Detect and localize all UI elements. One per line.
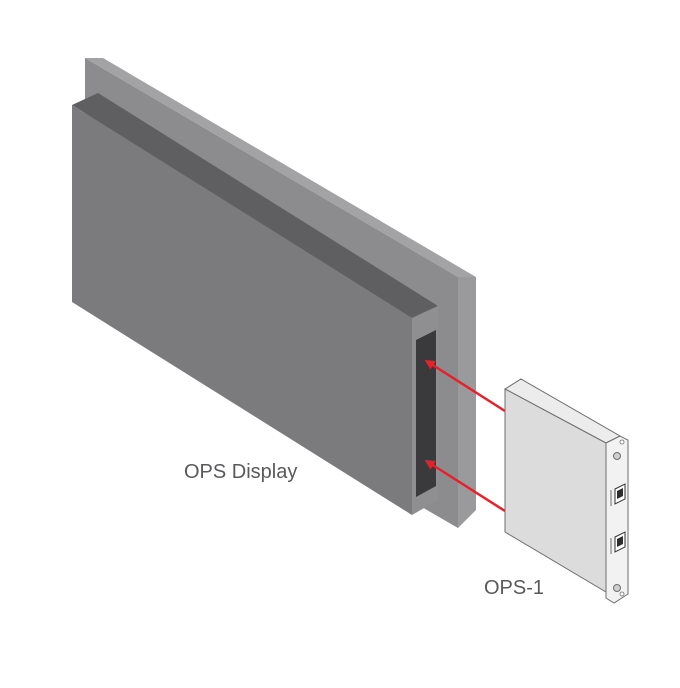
display-front-bevel — [72, 93, 438, 318]
module-screw-hole-top — [619, 439, 625, 445]
ops-display-label: OPS Display — [184, 461, 298, 483]
module-faceplate — [605, 435, 629, 604]
ops-slot — [416, 330, 436, 497]
display-front-panel — [72, 105, 412, 515]
ops-module-label: OPS-1 — [484, 577, 545, 599]
display-rear-top — [85, 58, 476, 277]
module-port-upper — [610, 483, 626, 506]
module-screw-bottom — [613, 584, 621, 592]
insertion-arrow-upper — [424, 359, 506, 413]
insertion-arrow-lower — [424, 459, 506, 513]
module-port-lower — [610, 531, 626, 554]
insertion-arrows — [424, 359, 506, 513]
module-screw-hole-bottom — [619, 591, 625, 597]
module-screw-top — [613, 452, 621, 460]
ops-display — [72, 58, 476, 528]
ops-module — [504, 378, 629, 604]
display-rear-side — [458, 277, 476, 528]
